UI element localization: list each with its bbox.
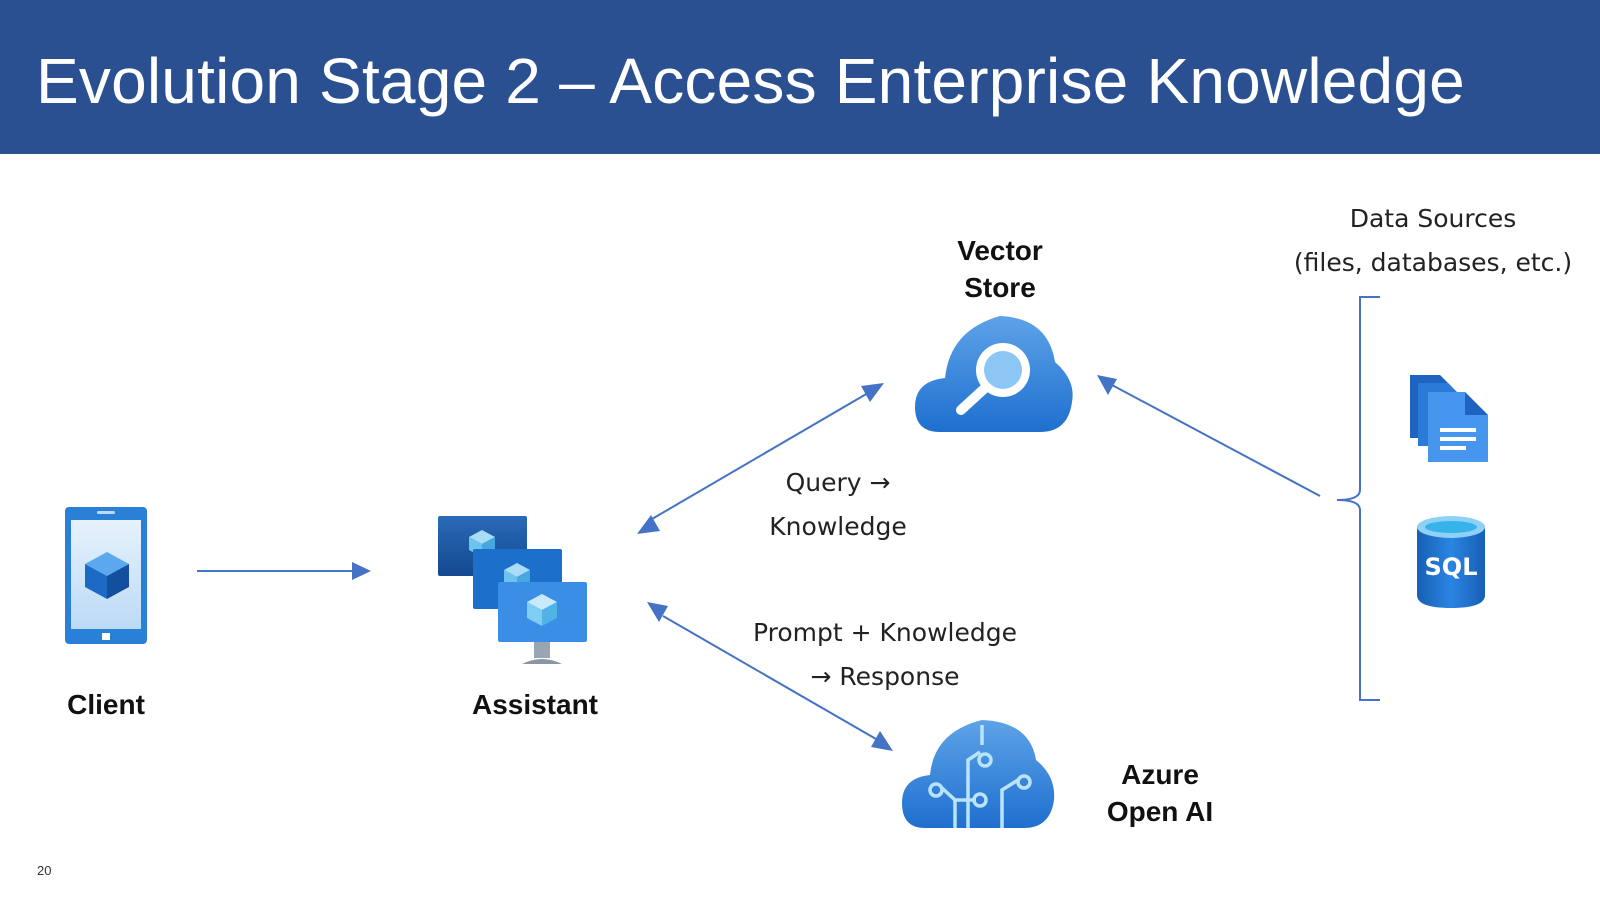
data-sources-to-vector-store-arrow [1097, 375, 1321, 497]
sql-database-icon: SQL [1417, 516, 1485, 608]
cognitive-services-icon [902, 720, 1055, 828]
data-sources-label-line-2: (files, databases, etc.) [1293, 248, 1573, 277]
client-label: Client [67, 689, 145, 720]
assistant-label: Assistant [471, 689, 599, 720]
sql-label: SQL [1425, 553, 1478, 581]
query-edge-label-line-2: Knowledge [769, 512, 907, 541]
documents-icon [1410, 375, 1488, 462]
azure-openai-label-line-1: Azure [1121, 759, 1199, 790]
prompt-edge-label: Prompt + Knowledge → Response [735, 611, 1035, 699]
prompt-edge-label-line-2: → Response [810, 662, 960, 691]
assistant-azure-openai-arrow [647, 602, 893, 751]
azure-openai-label: Azure Open AI [1090, 756, 1230, 830]
page-number: 20 [37, 863, 52, 878]
vector-store-label-line-2: Store [964, 272, 1036, 303]
query-edge-label: Query → Knowledge [740, 461, 936, 549]
azure-openai-label-line-2: Open AI [1106, 796, 1214, 827]
virtual-machines-icon [438, 516, 587, 664]
client-to-assistant-arrow [197, 562, 371, 580]
vector-store-label-line-1: Vector [957, 235, 1043, 266]
prompt-edge-label-line-1: Prompt + Knowledge [753, 618, 1017, 647]
query-edge-label-line-1: Query → [785, 468, 891, 497]
data-sources-label-line-1: Data Sources [1349, 204, 1517, 233]
data-sources-label: Data Sources (files, databases, etc.) [1278, 197, 1588, 285]
vector-store-label: Vector Store [930, 232, 1070, 306]
brace-icon [1336, 296, 1380, 701]
slide-title: Evolution Stage 2 – Access Enterprise Kn… [36, 45, 1465, 117]
cognitive-search-icon [915, 316, 1073, 432]
assistant-vector-store-arrow [637, 383, 884, 534]
tablet-icon [65, 507, 147, 644]
title-bar: Evolution Stage 2 – Access Enterprise Kn… [0, 0, 1600, 154]
